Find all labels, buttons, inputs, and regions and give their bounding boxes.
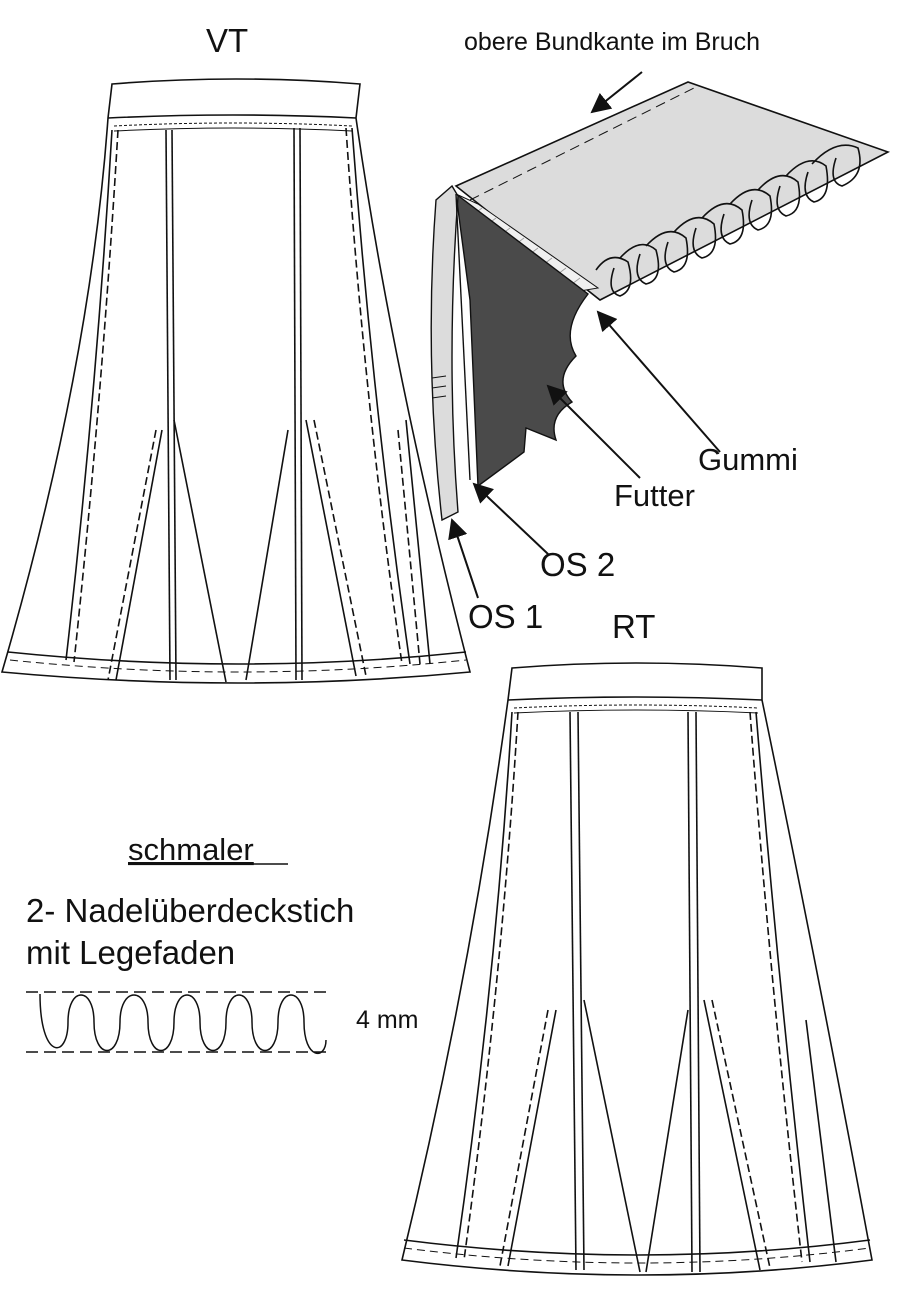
legend-line-2: mit Legefaden — [26, 934, 235, 971]
front-hem-stitch — [9, 659, 467, 673]
front-panel-seams — [65, 127, 411, 681]
back-skirt-outline — [401, 662, 873, 1276]
outer-fabric-1-label: OS 1 — [468, 598, 543, 635]
front-skirt-drawing — [0, 78, 472, 684]
arrow-icon — [448, 518, 479, 599]
front-skirt-outline — [0, 78, 472, 684]
back-view-label: RT — [612, 608, 655, 645]
front-waistband-stitch — [113, 122, 353, 127]
front-hem — [7, 651, 467, 665]
lining-label: Futter — [614, 478, 695, 513]
waist-fold-label: obere Bundkante im Bruch — [464, 28, 760, 56]
legend-line-1: 2- Nadelüberdeckstich — [26, 892, 354, 929]
callout-arrows — [448, 71, 721, 599]
back-skirt-drawing — [401, 662, 873, 1276]
back-godets — [499, 999, 837, 1273]
legend-heading: schmaler — [128, 832, 254, 867]
arrow-icon — [472, 482, 549, 555]
back-waistband — [507, 696, 763, 701]
arrow-icon — [546, 384, 641, 479]
front-waistband — [107, 114, 357, 119]
waist-detail-drawing — [430, 81, 891, 522]
stitch-legend: schmaler 2- Nadelüberdeckstich mit Legef… — [26, 832, 419, 1054]
legend-width: 4 mm — [356, 1006, 419, 1034]
front-godets — [107, 419, 431, 683]
arrow-icon — [596, 310, 721, 453]
coverstitch-icon — [26, 991, 330, 1054]
back-hem — [403, 1239, 871, 1256]
front-view-label: VT — [206, 22, 248, 59]
elastic-label: Gummi — [698, 442, 798, 477]
arrow-icon — [590, 71, 643, 114]
elastic-loops — [595, 144, 861, 297]
back-panel-seams — [455, 711, 811, 1273]
outer-fabric-2-label: OS 2 — [540, 546, 615, 583]
outer-fabric-1-strip — [430, 184, 459, 522]
